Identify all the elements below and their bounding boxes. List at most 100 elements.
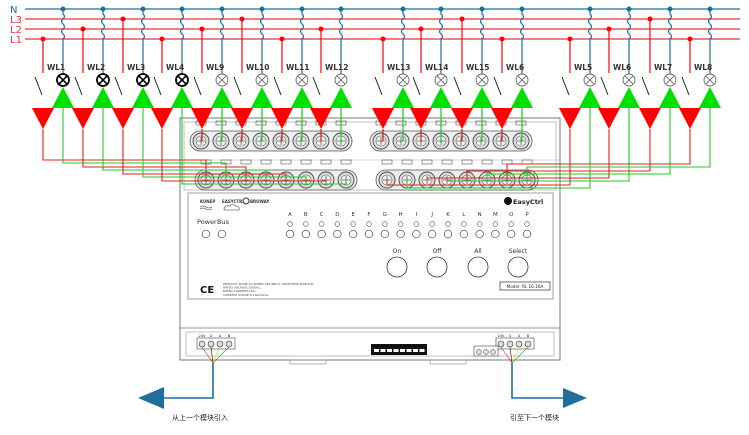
select-button[interactable] [507,256,529,278]
relay-load-wire [181,108,347,185]
channel-button[interactable] [333,229,342,239]
channel-button[interactable] [475,229,484,239]
live-arrow-icon [310,108,332,129]
all-button[interactable] [467,256,489,278]
live-junction [380,36,386,42]
channel-label: F [367,212,370,218]
channel-button[interactable] [380,229,389,239]
relay-live-wire [386,129,571,186]
live-arrow-icon [151,108,173,129]
bus-terminal-label: G [210,334,213,338]
channel-label: C [320,212,324,218]
channel-led [303,221,309,227]
bus-in-label: 从上一个模块引入 [172,413,228,422]
neutral-wire [219,9,225,74]
lamp-icon [334,73,348,87]
circuit-label: WL13 [387,63,411,72]
lamp-icon [255,73,269,87]
live-arrow-icon [451,108,473,129]
product-info-line: RATED CURRENT:16A; [223,289,256,293]
circuit-wl13: WL13 [372,6,414,141]
neutral-junction [519,6,525,12]
product-info-line: PRODUCT NAME:16 ZONES 16A RELAY SWITCHIN… [223,282,314,286]
channel-led [445,221,451,227]
live-junction [567,36,573,42]
live-junction [459,16,465,22]
bus-out-label: 引至下一个模块 [510,413,559,422]
channel-button[interactable] [396,229,405,239]
bus-terminal-screw [198,340,206,348]
bus-in-arrow-icon [138,387,164,409]
circuit-label: WL12 [325,63,349,72]
switch-icon [374,76,383,96]
bus-terminal-label: B [527,334,530,338]
channel-button[interactable] [412,229,421,239]
neutral-wire [400,9,406,74]
channel-button[interactable] [522,229,532,239]
channel-led [366,221,372,227]
lamp-icon [136,73,150,87]
relay-load-wire [142,108,307,180]
neutral-junction [707,6,713,12]
circuit-label: WL3 [127,63,145,72]
button-label-select: Select [509,248,528,255]
switch-icon [453,76,462,96]
cloud-logo-icon [223,204,240,211]
circuit-wl7: WL7 [466,6,681,180]
return-arrow-icon [132,87,154,108]
off-button[interactable] [426,256,448,278]
channel-button[interactable] [491,229,500,239]
neutral-wire [140,9,146,74]
channel-button[interactable] [459,229,468,239]
channel-button[interactable] [443,229,453,239]
live-arrow-icon [410,108,432,129]
circuit-wl1: WL1 [32,6,227,180]
channel-led [350,221,356,227]
channel-button[interactable] [364,229,374,239]
channel-button[interactable] [507,229,516,239]
switch-icon [114,76,123,96]
relay-live-wire [426,129,610,180]
channel-button[interactable] [301,229,310,239]
live-arrow-icon [72,108,94,129]
channel-label: H [399,212,403,218]
switch-icon [681,76,690,96]
circuit-label: WL8 [694,63,712,72]
switch-icon [312,76,321,96]
circuit-wl11: WL11 [271,6,313,141]
live-junction [499,36,505,42]
switch-icon [600,76,609,96]
return-arrow-icon [171,87,193,108]
channel-label: B [304,212,308,218]
live-arrow-icon [679,108,701,129]
return-arrow-icon [211,87,233,108]
bus-terminal-screw [497,340,505,348]
live-junction [606,26,612,32]
dip-switch[interactable] [371,344,427,355]
channel-button[interactable] [349,229,358,239]
channel-button[interactable] [285,229,295,239]
neutral-junction [479,6,485,12]
channel-button[interactable] [428,229,437,239]
return-arrow-icon [430,87,452,108]
neutral-junction [667,6,673,12]
circuit-label: WL14 [425,63,449,72]
circuit-wl14: WL14 [410,6,452,141]
circuit-wl8: WL8 [506,6,721,180]
terminal-block-upper-left [189,120,353,152]
live-junction [418,26,424,32]
relay-load-wire [102,108,267,180]
bus-terminal-label: A [219,334,222,338]
return-arrow-icon [659,87,681,108]
bus-label-l1: L1 [10,35,22,46]
channel-label: E [351,212,355,218]
return-arrow-icon [699,87,721,108]
neutral-junction [259,6,265,12]
channel-button[interactable] [317,229,326,239]
neutral-wire [519,9,525,74]
channel-led [492,221,499,227]
neutral-junction [219,6,225,12]
ce-mark: CE [200,285,214,296]
lamp-icon [295,73,309,87]
on-button[interactable] [386,256,408,278]
